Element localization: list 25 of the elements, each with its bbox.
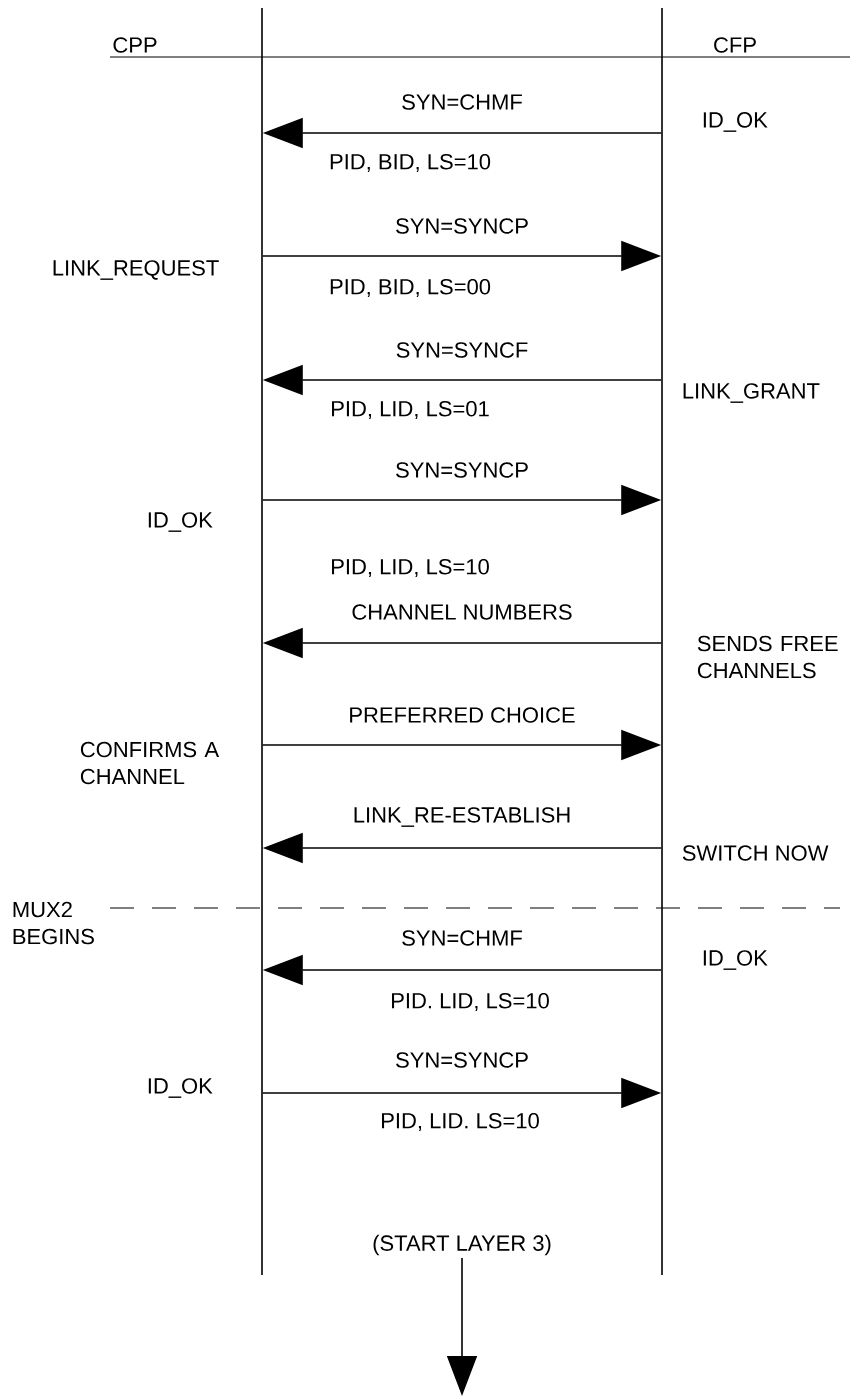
message-parameters: PID, LID. LS=10 [382, 1112, 539, 1132]
note: LINK_GRANT [683, 383, 820, 403]
message-label: SYN=SYNCP [396, 1052, 528, 1068]
message-label: SYN=SYNCF [396, 342, 528, 358]
note: CONFIRMS A CHANNEL [80, 741, 220, 785]
message-parameters: PID, LID, LS=01 [332, 400, 489, 420]
message-label: SYN=CHMF [402, 930, 522, 946]
note: ID_OK [703, 950, 768, 970]
note: ID_OK [148, 512, 213, 532]
message-parameters: PID, BID, LS=10 [330, 153, 491, 173]
message-label: LINK_RE-ESTABLISH [354, 807, 570, 827]
message-parameters: PID, BID, LS=00 [330, 278, 491, 298]
note: LINK_REQUEST [53, 260, 219, 280]
note: SWITCH NOW [682, 845, 829, 861]
step-text: (START LAYER 3) [373, 1234, 551, 1256]
message-label: SYN=SYNCP [396, 462, 528, 478]
note: ID_OK [148, 1078, 213, 1098]
message-label: PREFERRED CHOICE [350, 707, 575, 723]
note: ID_OK [703, 112, 768, 132]
message-parameters: PID. LID, LS=10 [392, 992, 549, 1012]
message-label: SYN=CHMF [402, 94, 522, 110]
note: SENDS FREE CHANNELS [697, 635, 838, 679]
message-parameters: PID, LID, LS=10 [332, 558, 489, 578]
message-label: CHANNEL NUMBERS [352, 604, 572, 620]
message-label: SYN=SYNCP [396, 218, 528, 234]
